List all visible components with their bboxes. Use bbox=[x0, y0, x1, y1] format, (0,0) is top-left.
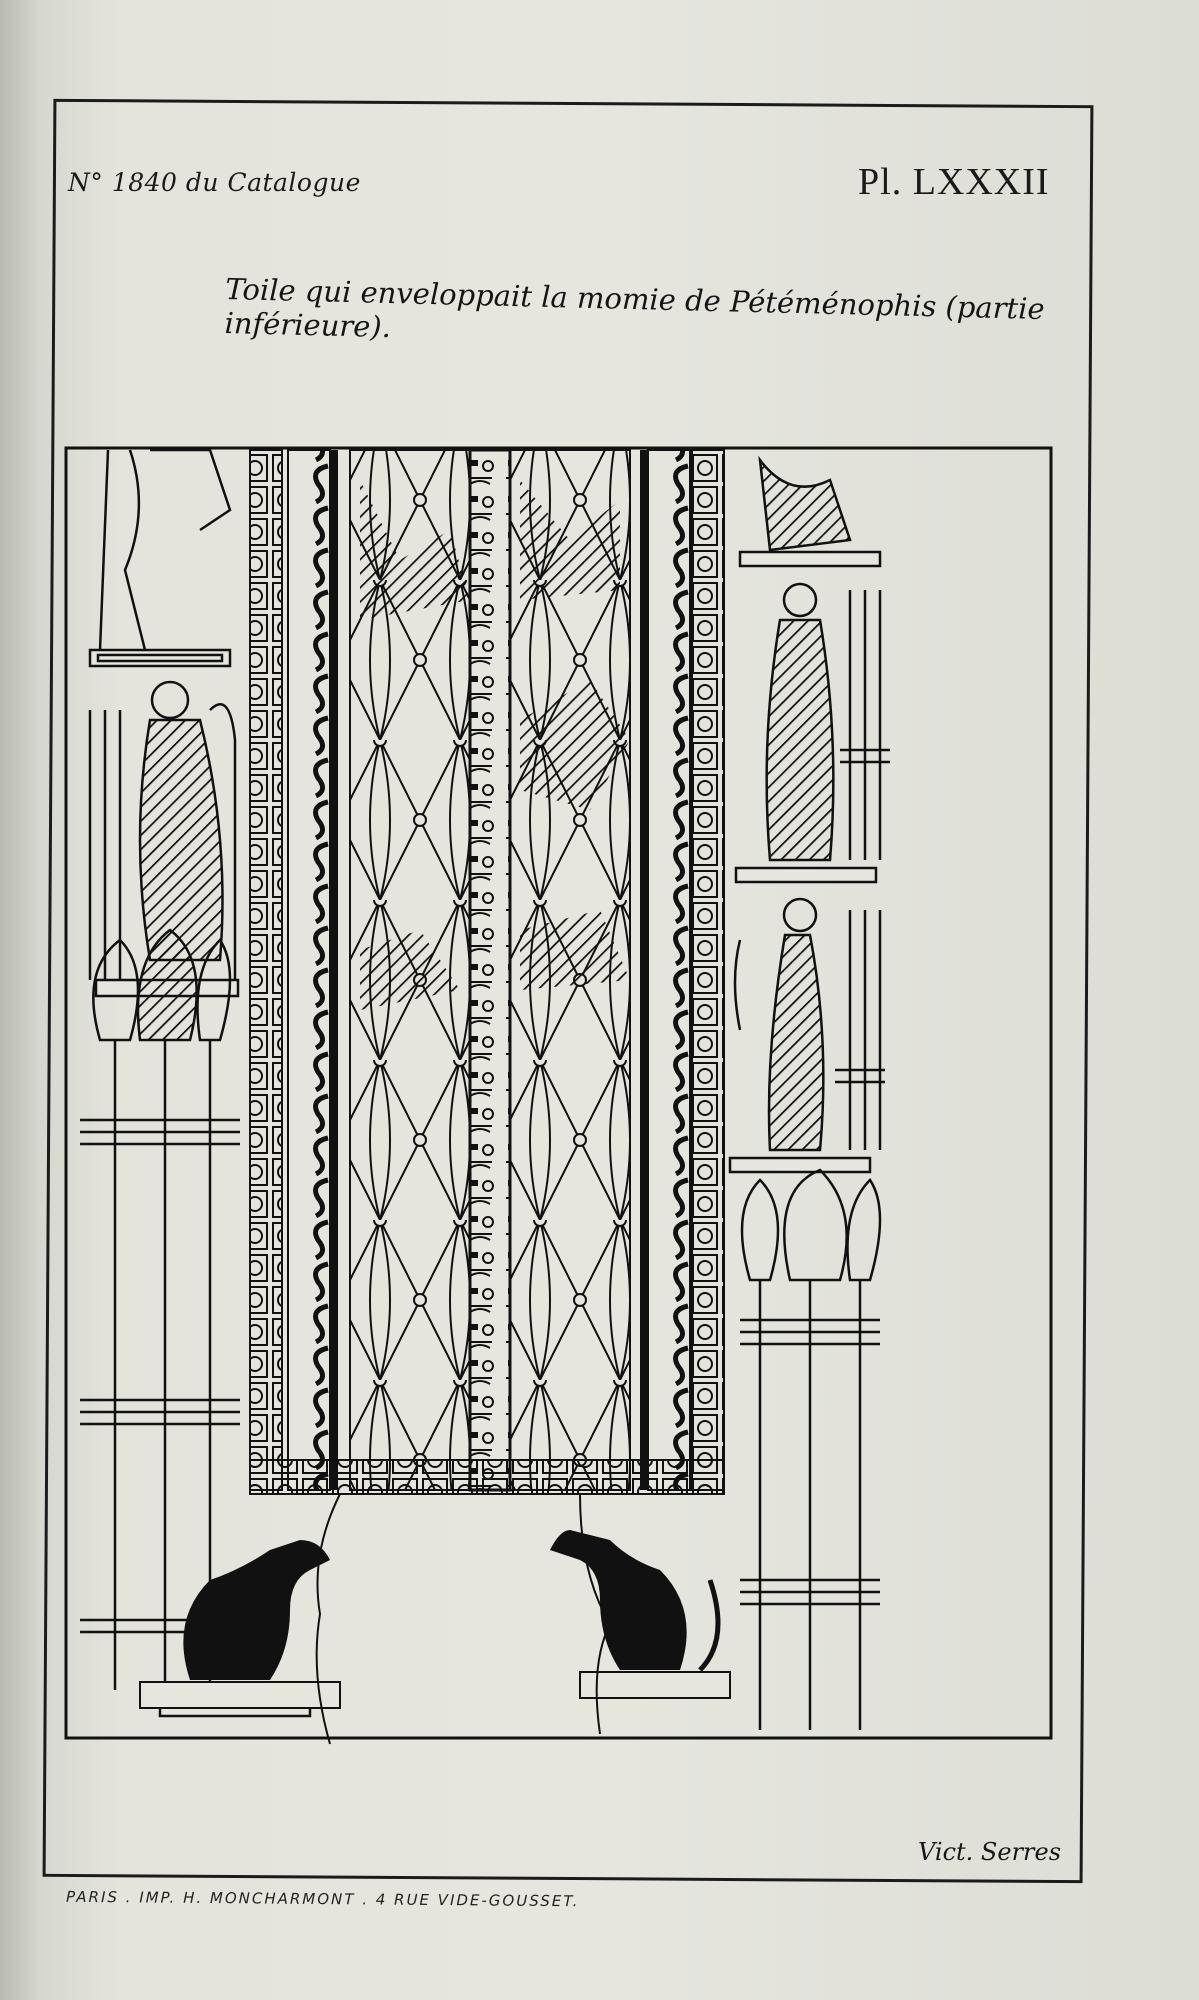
right-lotus-column bbox=[740, 1168, 882, 1730]
left-figure-panel bbox=[88, 448, 240, 998]
drawing-border bbox=[64, 446, 1053, 1740]
right-circle-band bbox=[691, 449, 725, 1491]
shroud-tear-edge bbox=[315, 1493, 612, 1745]
artist-signature: Vict. Serres bbox=[918, 1838, 1062, 1866]
catalog-number: N° 1840 du Catalogue bbox=[68, 168, 361, 197]
right-jackal bbox=[550, 1530, 731, 1699]
left-wave-band bbox=[287, 449, 331, 1491]
plate-number: Pl. LXXXII bbox=[858, 161, 1050, 203]
printer-line: PARIS . IMP. H. MONCHARMONT . 4 RUE VIDE… bbox=[65, 1887, 580, 1911]
left-jackal bbox=[139, 1540, 341, 1709]
bottom-circle-band bbox=[249, 1459, 725, 1495]
right-wave-band bbox=[647, 449, 691, 1491]
right-figure-panel bbox=[728, 455, 890, 1174]
mummy-shroud-illustration bbox=[64, 446, 1053, 1745]
central-bead-net bbox=[349, 449, 631, 1491]
left-circle-band bbox=[249, 449, 283, 1491]
hieroglyph-column bbox=[468, 448, 512, 1492]
